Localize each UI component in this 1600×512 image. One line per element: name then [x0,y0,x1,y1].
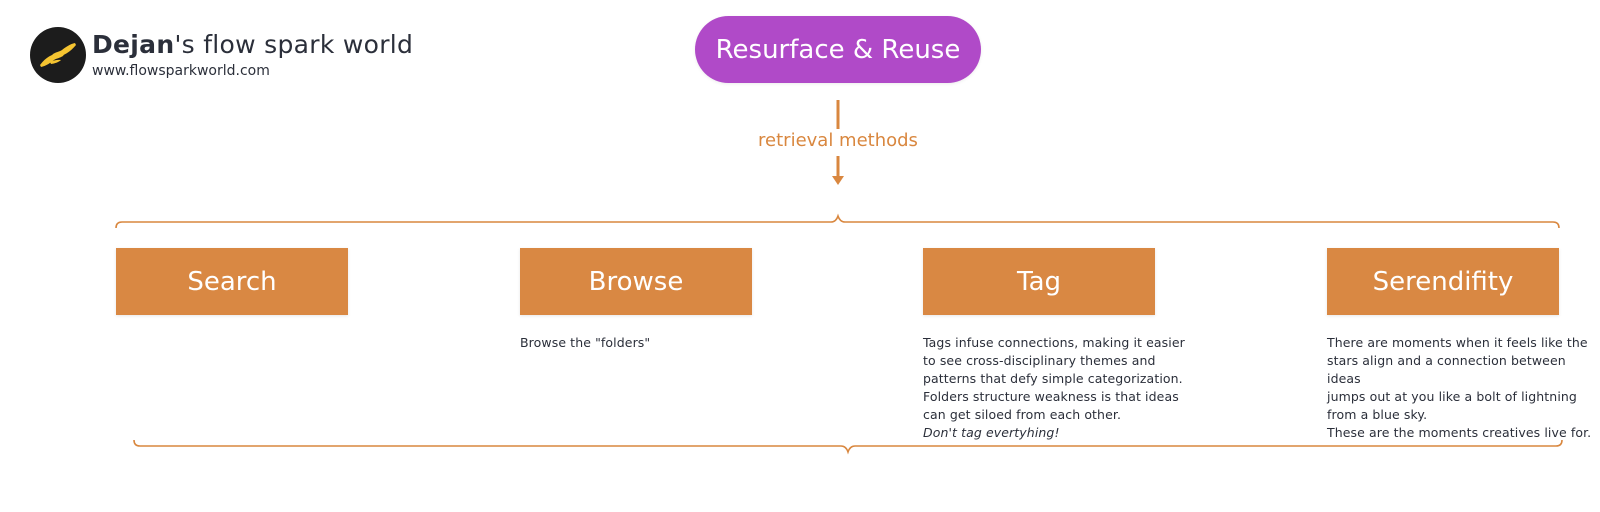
description-line: can get siloed from each other. [923,407,1122,422]
description-line: to see cross-disciplinary themes and [923,353,1156,368]
brand-header: Dejan's flow spark world www.flowsparkwo… [30,27,413,83]
description-line: from a blue sky. [1327,407,1428,422]
method-serendifity-box: Serendifity [1327,248,1559,315]
description-line: There are moments when it feels like the [1327,335,1588,350]
description-line: These are the moments creatives live for… [1327,425,1592,440]
connector-arrowhead [832,176,844,185]
top-bracket [115,213,1560,229]
brand-name: Dejan's flow spark world [92,29,413,61]
retrieval-methods-label: retrieval methods [758,130,918,151]
method-browse-description: Browse the "folders" [520,334,780,352]
description-line: patterns that defy simple categorization… [923,371,1183,386]
description-line: Browse the "folders" [520,335,651,350]
method-serendifity-description: There are moments when it feels like the… [1327,334,1597,442]
brand-url: www.flowsparkworld.com [92,63,270,79]
description-line: Folders structure weakness is that ideas [923,389,1179,404]
description-line: stars align and a connection between ide… [1327,353,1566,386]
tag-note: Don't tag evertyhing! [923,425,1060,440]
brand-name-bold: Dejan [92,30,175,59]
description-line: jumps out at you like a bolt of lightnin… [1327,389,1577,404]
brand-name-rest: 's flow spark world [174,30,414,59]
method-search-box: Search [116,248,348,315]
description-line: Tags infuse connections, making it easie… [923,335,1185,350]
resurface-reuse-node: Resurface & Reuse [695,16,981,83]
method-tag-box: Tag [923,248,1155,315]
hands-icon [30,27,86,83]
bottom-bracket [133,439,1563,455]
method-tag-description: Tags infuse connections, making it easie… [923,334,1193,442]
method-browse-box: Browse [520,248,752,315]
